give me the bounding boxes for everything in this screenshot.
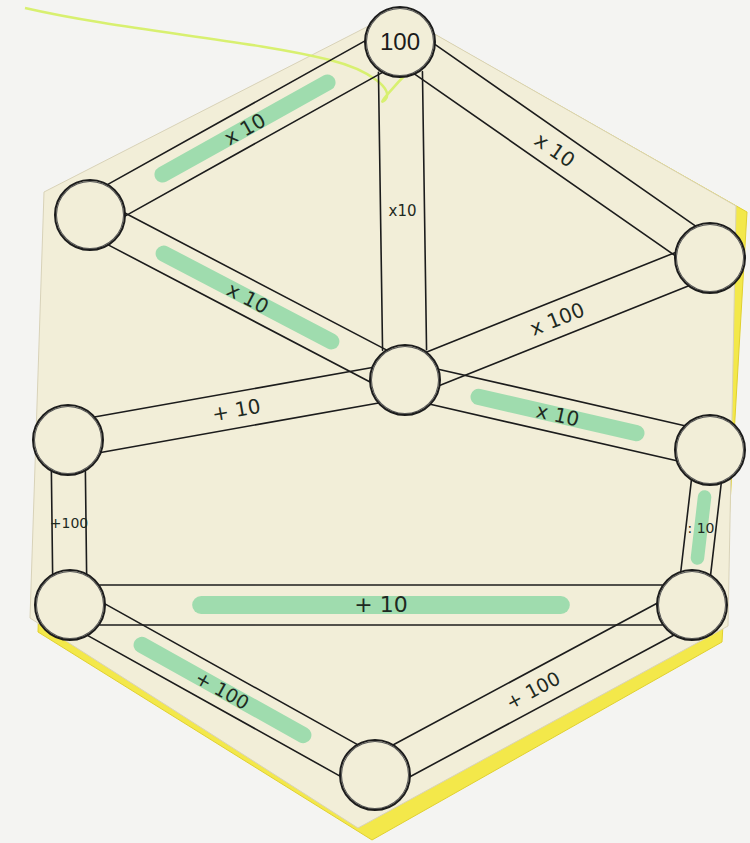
band-edge <box>125 213 387 350</box>
band-edge <box>426 252 675 352</box>
number-circle <box>54 179 126 251</box>
band-edge <box>125 72 383 216</box>
band-edge <box>87 635 340 776</box>
band-edge <box>108 245 370 382</box>
operation-band <box>87 604 357 776</box>
operation-label: + 10 <box>354 594 407 616</box>
band-edge <box>414 74 675 256</box>
band-edge <box>440 286 689 386</box>
green-highlight <box>142 645 304 735</box>
operation-band <box>378 72 426 351</box>
band-edge <box>410 635 674 777</box>
band-edge <box>100 624 662 626</box>
band-edge <box>100 584 662 586</box>
operation-label: +100 <box>50 516 88 530</box>
band-edge <box>435 44 696 226</box>
operation-band <box>426 252 689 385</box>
operation-band <box>393 603 674 776</box>
operation-band <box>94 368 378 453</box>
node-number: 100 <box>380 28 420 56</box>
operation-label: : 10 <box>688 521 715 535</box>
band-edge <box>105 604 358 745</box>
number-circle <box>32 404 104 476</box>
number-circle: 100 <box>364 6 436 78</box>
band-edge <box>422 72 426 350</box>
band-edge <box>393 603 657 745</box>
operation-band <box>108 213 387 382</box>
green-highlight <box>163 82 328 174</box>
operation-band <box>681 478 722 577</box>
operation-band <box>414 44 695 255</box>
operation-label: x10 <box>389 204 417 219</box>
cream-paper <box>30 12 736 828</box>
number-circle <box>674 222 746 294</box>
number-circle <box>369 344 441 416</box>
green-highlight <box>164 254 332 342</box>
hanging-string <box>25 8 416 102</box>
green-highlight <box>479 397 637 433</box>
number-circle <box>674 414 746 486</box>
operation-band <box>430 369 685 461</box>
band-edge <box>107 41 365 185</box>
operation-band <box>107 41 382 216</box>
number-circle <box>339 739 411 811</box>
band-edge <box>378 72 382 350</box>
number-circle <box>656 569 728 641</box>
operation-band <box>100 585 662 625</box>
number-circle <box>34 569 106 641</box>
